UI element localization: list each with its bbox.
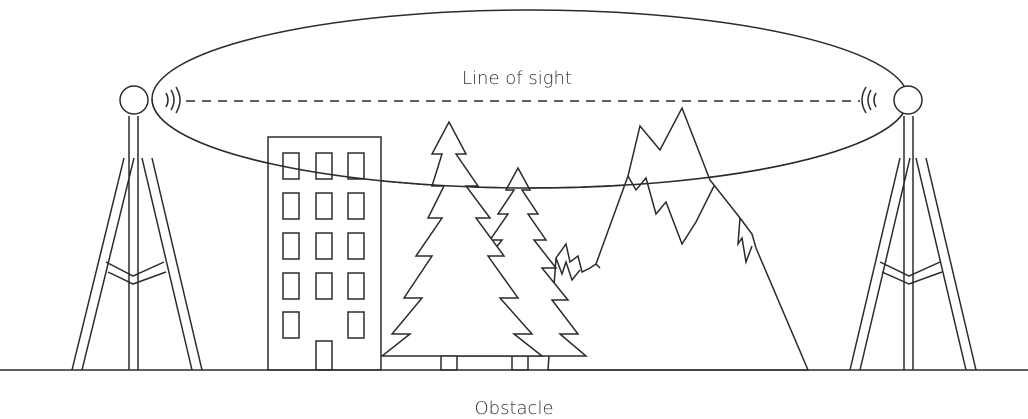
signal-waves-icon	[165, 86, 181, 114]
mountain	[547, 106, 810, 371]
signal-waves-icon	[861, 86, 877, 114]
antenna-tower-right	[849, 85, 977, 371]
antenna-tower-left	[71, 85, 203, 371]
fresnel-zone-lower-arc	[151, 98, 909, 189]
fresnel-zone-ellipse	[151, 9, 909, 189]
line-of-sight-label: Line of sight	[462, 68, 572, 89]
building-windows	[282, 152, 365, 339]
building	[267, 136, 382, 371]
obstacle-label: Obstacle	[474, 398, 553, 419]
pine-tree-large	[379, 120, 545, 371]
